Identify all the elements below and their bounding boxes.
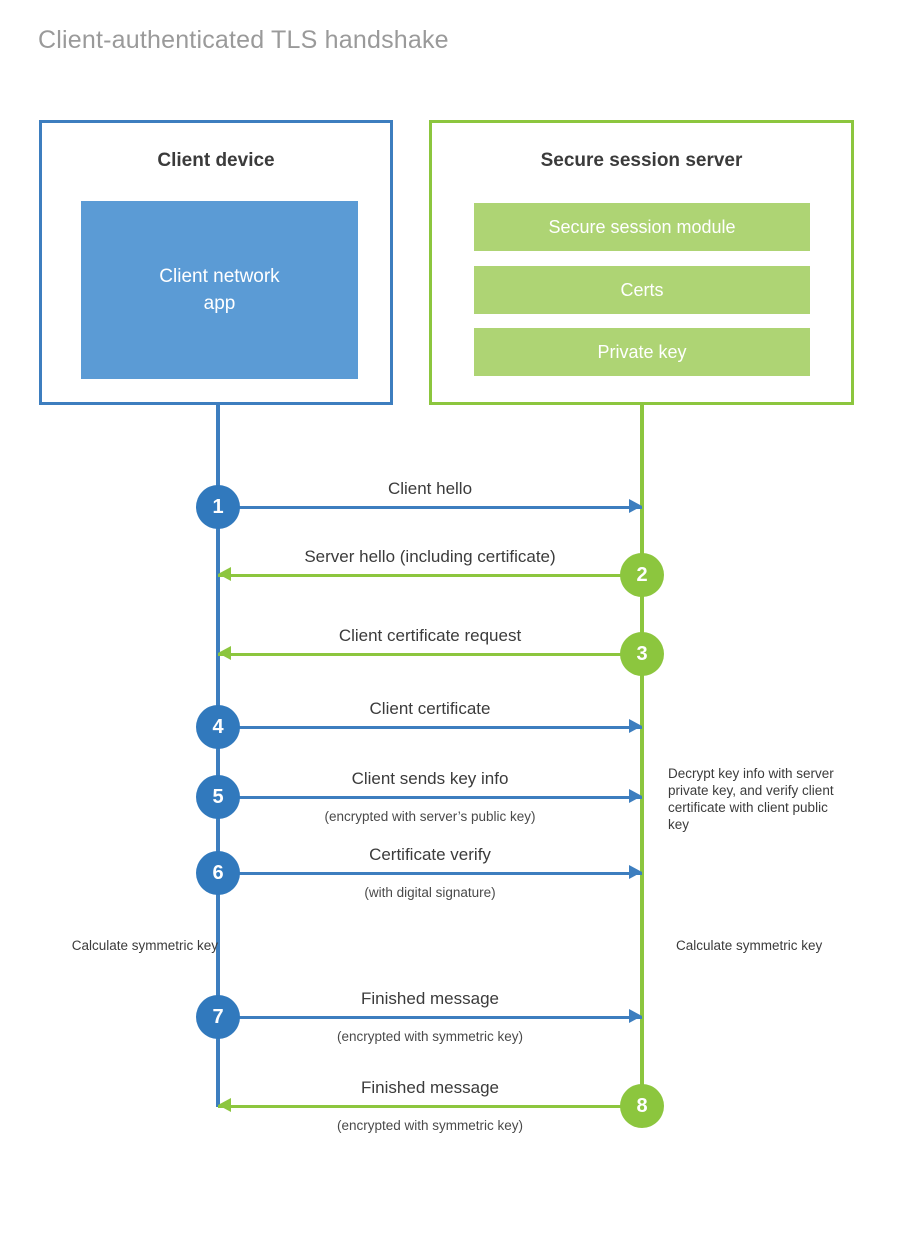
arrow-line-step-8 bbox=[218, 1105, 642, 1108]
note-server-calculate-symmetric-key: Calculate symmetric key bbox=[676, 938, 823, 953]
arrow-head-step-1 bbox=[629, 499, 642, 513]
arrow-head-step-8 bbox=[218, 1098, 231, 1112]
message-label-step-1: Client hello bbox=[387, 479, 473, 498]
message-label-step-8: Finished message bbox=[361, 1078, 499, 1097]
server-lifeline bbox=[640, 405, 644, 1107]
arrow-head-step-6 bbox=[629, 865, 642, 879]
message-sublabel-step-5: (encrypted with server’s public key) bbox=[324, 809, 536, 824]
client-network-app-label: Client network app bbox=[159, 263, 279, 317]
client-network-app-label-line1: Client network bbox=[159, 266, 280, 287]
step-circle-4[interactable]: 4 bbox=[196, 705, 240, 749]
arrow-head-step-2 bbox=[218, 567, 231, 581]
client-network-app-box: Client network app bbox=[81, 201, 358, 379]
step-circle-2[interactable]: 2 bbox=[620, 553, 664, 597]
message-sublabel-step-6: (with digital signature) bbox=[364, 885, 496, 900]
arrow-head-step-5 bbox=[629, 789, 642, 803]
arrow-head-step-4 bbox=[629, 719, 642, 733]
arrow-head-step-7 bbox=[629, 1009, 642, 1023]
message-label-step-3: Client certificate request bbox=[338, 626, 522, 645]
page-title: Client-authenticated TLS handshake bbox=[38, 26, 449, 54]
client-lifeline bbox=[216, 405, 220, 1107]
arrow-line-step-3 bbox=[218, 653, 642, 656]
arrow-head-step-3 bbox=[218, 646, 231, 660]
server-component-private-key: Private key bbox=[474, 328, 810, 376]
message-sublabel-step-7: (encrypted with symmetric key) bbox=[336, 1029, 524, 1044]
secure-session-server-box: Secure session server Secure session mod… bbox=[429, 120, 854, 405]
arrow-line-step-1 bbox=[218, 506, 642, 509]
arrow-line-step-5 bbox=[218, 796, 642, 799]
step-circle-6[interactable]: 6 bbox=[196, 851, 240, 895]
client-network-app-label-line2: app bbox=[203, 293, 236, 314]
message-label-step-6: Certificate verify bbox=[369, 845, 491, 864]
step-circle-3[interactable]: 3 bbox=[620, 632, 664, 676]
message-sublabel-step-8: (encrypted with symmetric key) bbox=[336, 1118, 524, 1133]
client-device-box: Client device Client network app bbox=[39, 120, 393, 405]
note-server-decrypt: Decrypt key info with server private key… bbox=[668, 766, 834, 832]
server-component-label: Certs bbox=[620, 279, 664, 300]
step-circle-8[interactable]: 8 bbox=[620, 1084, 664, 1128]
step-circle-1[interactable]: 1 bbox=[196, 485, 240, 529]
step-circle-5[interactable]: 5 bbox=[196, 775, 240, 819]
arrow-line-step-6 bbox=[218, 872, 642, 875]
server-component-label: Private key bbox=[597, 341, 687, 362]
server-component-certs: Certs bbox=[474, 266, 810, 314]
arrow-line-step-7 bbox=[218, 1016, 642, 1019]
note-client-calculate-symmetric-key: Calculate symmetric key bbox=[71, 938, 218, 953]
arrow-line-step-4 bbox=[218, 726, 642, 729]
message-label-step-5: Client sends key info bbox=[351, 769, 509, 788]
message-label-step-7: Finished message bbox=[361, 989, 499, 1008]
message-label-step-2: Server hello (including certificate) bbox=[304, 547, 556, 566]
server-component-label: Secure session module bbox=[548, 216, 736, 237]
message-label-step-4: Client certificate bbox=[369, 699, 491, 718]
secure-session-server-title: Secure session server bbox=[540, 150, 743, 171]
step-circle-7[interactable]: 7 bbox=[196, 995, 240, 1039]
arrow-line-step-2 bbox=[218, 574, 642, 577]
server-component-secure-session-module: Secure session module bbox=[474, 203, 810, 251]
client-device-title: Client device bbox=[157, 150, 275, 171]
